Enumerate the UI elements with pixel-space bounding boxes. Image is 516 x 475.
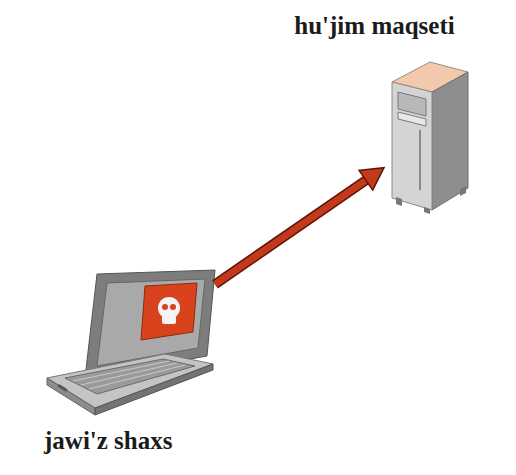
attack-arrow <box>215 168 384 285</box>
laptop-side <box>95 364 213 415</box>
server-foot <box>424 207 430 214</box>
skull-icon <box>162 304 168 310</box>
server-side <box>432 72 468 210</box>
skull-icon <box>170 304 176 310</box>
server-front <box>392 82 432 210</box>
screen-alert <box>141 283 197 340</box>
arrow-shaft <box>215 179 368 284</box>
laptop-front <box>47 378 95 415</box>
key-row <box>81 363 177 385</box>
drive-bay <box>398 92 426 116</box>
arrow-outline <box>215 179 368 284</box>
server-foot <box>460 186 466 196</box>
key-row <box>73 361 169 381</box>
attacker-laptop <box>45 270 215 416</box>
node-label: hu'jim maqseti <box>262 12 487 40</box>
front-groove <box>419 130 421 190</box>
attacker-node: jawi'z shaxs <box>40 265 255 465</box>
arrow-head <box>359 168 384 190</box>
target-server-node: hu'jim maqseti <box>262 12 487 216</box>
skull-icon <box>162 316 176 324</box>
skull-icon <box>158 297 180 319</box>
drive-slot <box>57 384 67 392</box>
laptop-screen <box>97 279 205 366</box>
laptop-keyboard <box>65 359 195 394</box>
drive-bay <box>398 112 426 126</box>
server-foot <box>396 197 402 206</box>
node-label: jawi'z shaxs <box>44 427 255 455</box>
server-tower <box>384 60 470 216</box>
